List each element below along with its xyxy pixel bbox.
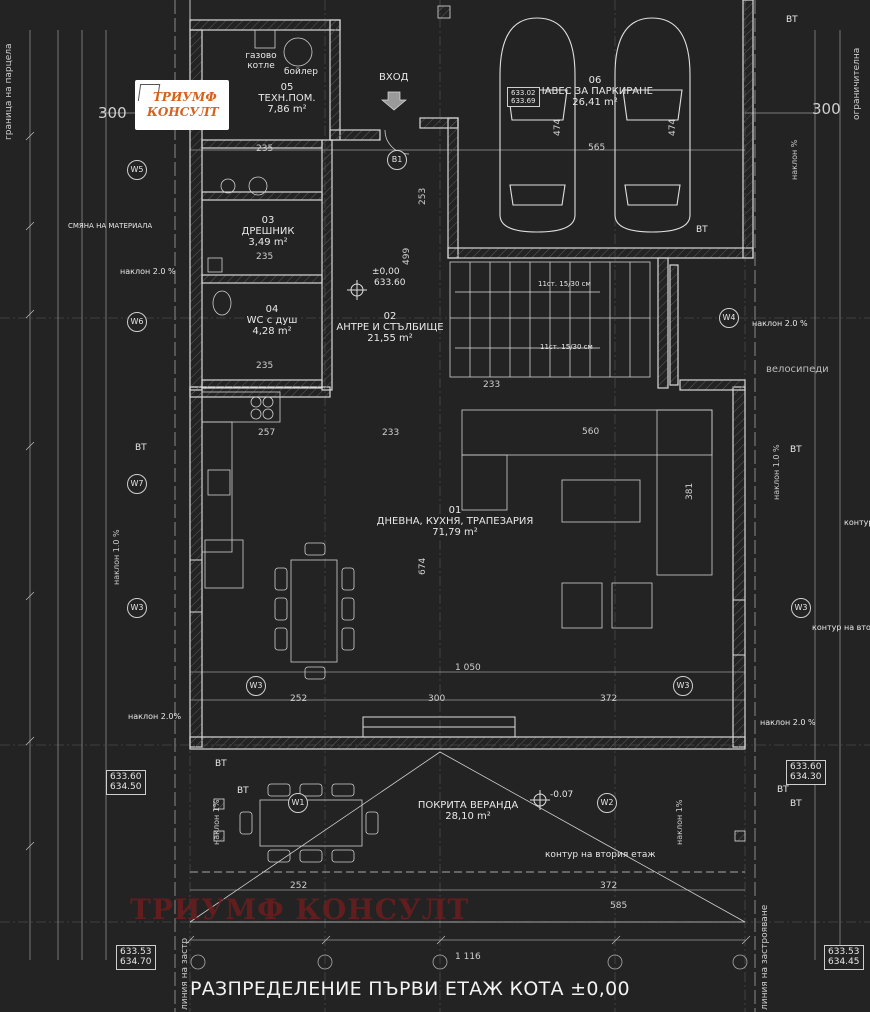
bottom-right-line-label: линия на застрояване: [760, 904, 770, 1010]
dim-257: 257: [258, 428, 276, 438]
dim-300: 300: [428, 694, 446, 704]
slope-label-2: наклон 2.0 %: [752, 319, 808, 328]
dim-474a: 474: [553, 118, 563, 136]
window-tag-w7: W7: [127, 474, 147, 494]
door-tag-b1: B1: [387, 150, 407, 170]
slope-label-3: наклон 1.0 %: [112, 529, 121, 585]
dim-233b: 233: [483, 380, 501, 390]
window-tag-w2: W2: [597, 793, 617, 813]
dim-381: 381: [685, 482, 695, 500]
entrance-arrow: [381, 91, 407, 111]
window-tag-w4: W4: [719, 308, 739, 328]
dim-235c: 235: [256, 361, 274, 371]
vt-marker-1: ВТ: [135, 443, 147, 453]
slope-label-8: наклон 1%: [212, 799, 221, 845]
staircase: [449, 261, 651, 378]
vt-marker-4: ВТ: [777, 785, 789, 795]
dim-499: 499: [402, 247, 412, 265]
stair-label-2: 11ст. 15/30 см: [540, 343, 593, 351]
stair-label-1: 11ст. 15/30 см: [538, 280, 591, 288]
bottom-left-line-label: линия на застр: [180, 937, 190, 1010]
level-marks: [347, 280, 550, 810]
dim-300-left: 300: [98, 104, 127, 122]
material-change-label: СМЯНА НА МАТЕРИАЛА: [68, 222, 153, 230]
level-zero-abs-label: 633.60: [374, 278, 406, 288]
dim-1116: 1 116: [455, 952, 481, 962]
logo-line2: КОНСУЛТ: [147, 105, 219, 119]
vt-marker-6: ВТ: [696, 225, 708, 235]
second-floor-contour-label: контур на втория етаж: [545, 850, 656, 860]
window-tag-w3-left: W3: [127, 598, 147, 618]
dim-585: 585: [610, 901, 628, 911]
slope-label-9: наклон %: [790, 139, 799, 180]
vt-marker-2: ВТ: [790, 445, 802, 455]
contour-label-1: контур: [844, 518, 870, 527]
dim-372b: 372: [600, 881, 618, 891]
dim-253: 253: [418, 187, 428, 205]
logo-line1: ТРИУМФ: [153, 90, 217, 104]
watermark: ТРИУМФ КОНСУЛТ: [130, 893, 470, 926]
gas-boiler-label: газово котле: [245, 51, 277, 71]
window-tag-w3-front-right: W3: [673, 676, 693, 696]
boiler-label: бойлер: [284, 67, 318, 77]
dim-674: 674: [418, 557, 428, 575]
window-tag-w6: W6: [127, 312, 147, 332]
dim-252a: 252: [290, 694, 308, 704]
veranda-outline: [189, 751, 746, 923]
dim-560: 560: [582, 427, 600, 437]
furniture: [201, 29, 713, 863]
dim-1050: 1 050: [455, 663, 481, 673]
window-tag-w3-front: W3: [246, 676, 266, 696]
drawing-title: РАЗПРЕДЕЛЕНИЕ ПЪРВИ ЕТАЖ КОТА ±0,00: [190, 978, 630, 1000]
slope-label-1: наклон 2.0 %: [120, 267, 176, 276]
vt-marker-7: ВТ: [786, 15, 798, 25]
dimension-lines: [25, 30, 841, 960]
windows: [190, 559, 745, 738]
dim-372a: 372: [600, 694, 618, 704]
bicycles-label: велосипеди: [766, 364, 829, 375]
dim-252b: 252: [290, 881, 308, 891]
slope-label-6: наклон 2.0 %: [760, 718, 816, 727]
slope-label-4: наклон 1.0 %: [772, 444, 781, 500]
window-tag-w5: W5: [127, 160, 147, 180]
parked-cars: [499, 17, 691, 233]
vt-marker-3: ВТ: [237, 786, 249, 796]
entrance-label: ВХОД: [379, 72, 409, 83]
dim-300-right: 300: [812, 100, 841, 118]
dim-235a: 235: [256, 144, 274, 154]
level-zero-label: ±0,00: [372, 267, 400, 277]
window-tag-w3-right: W3: [791, 598, 811, 618]
contour-label-2: контур на вто: [812, 623, 870, 632]
slope-label-7: наклон 1%: [675, 799, 684, 845]
window-tag-w1: W1: [288, 793, 308, 813]
axis-bubbles: [190, 954, 748, 970]
left-border-label: граница на парцела: [4, 43, 14, 141]
company-logo: ТРИУМФ КОНСУЛТ: [135, 80, 229, 130]
vt-marker-8: ВТ: [215, 759, 227, 769]
slope-label-5: наклон 2.0%: [128, 712, 182, 721]
dim-474b: 474: [668, 118, 678, 136]
veranda-level-label: -0.07: [550, 790, 574, 800]
dim-235b: 235: [256, 252, 274, 262]
columns: [213, 5, 746, 842]
dim-233a: 233: [382, 428, 400, 438]
vt-marker-5: ВТ: [790, 799, 802, 809]
right-border-label: ограничителна: [852, 47, 862, 120]
dim-565: 565: [588, 143, 606, 153]
